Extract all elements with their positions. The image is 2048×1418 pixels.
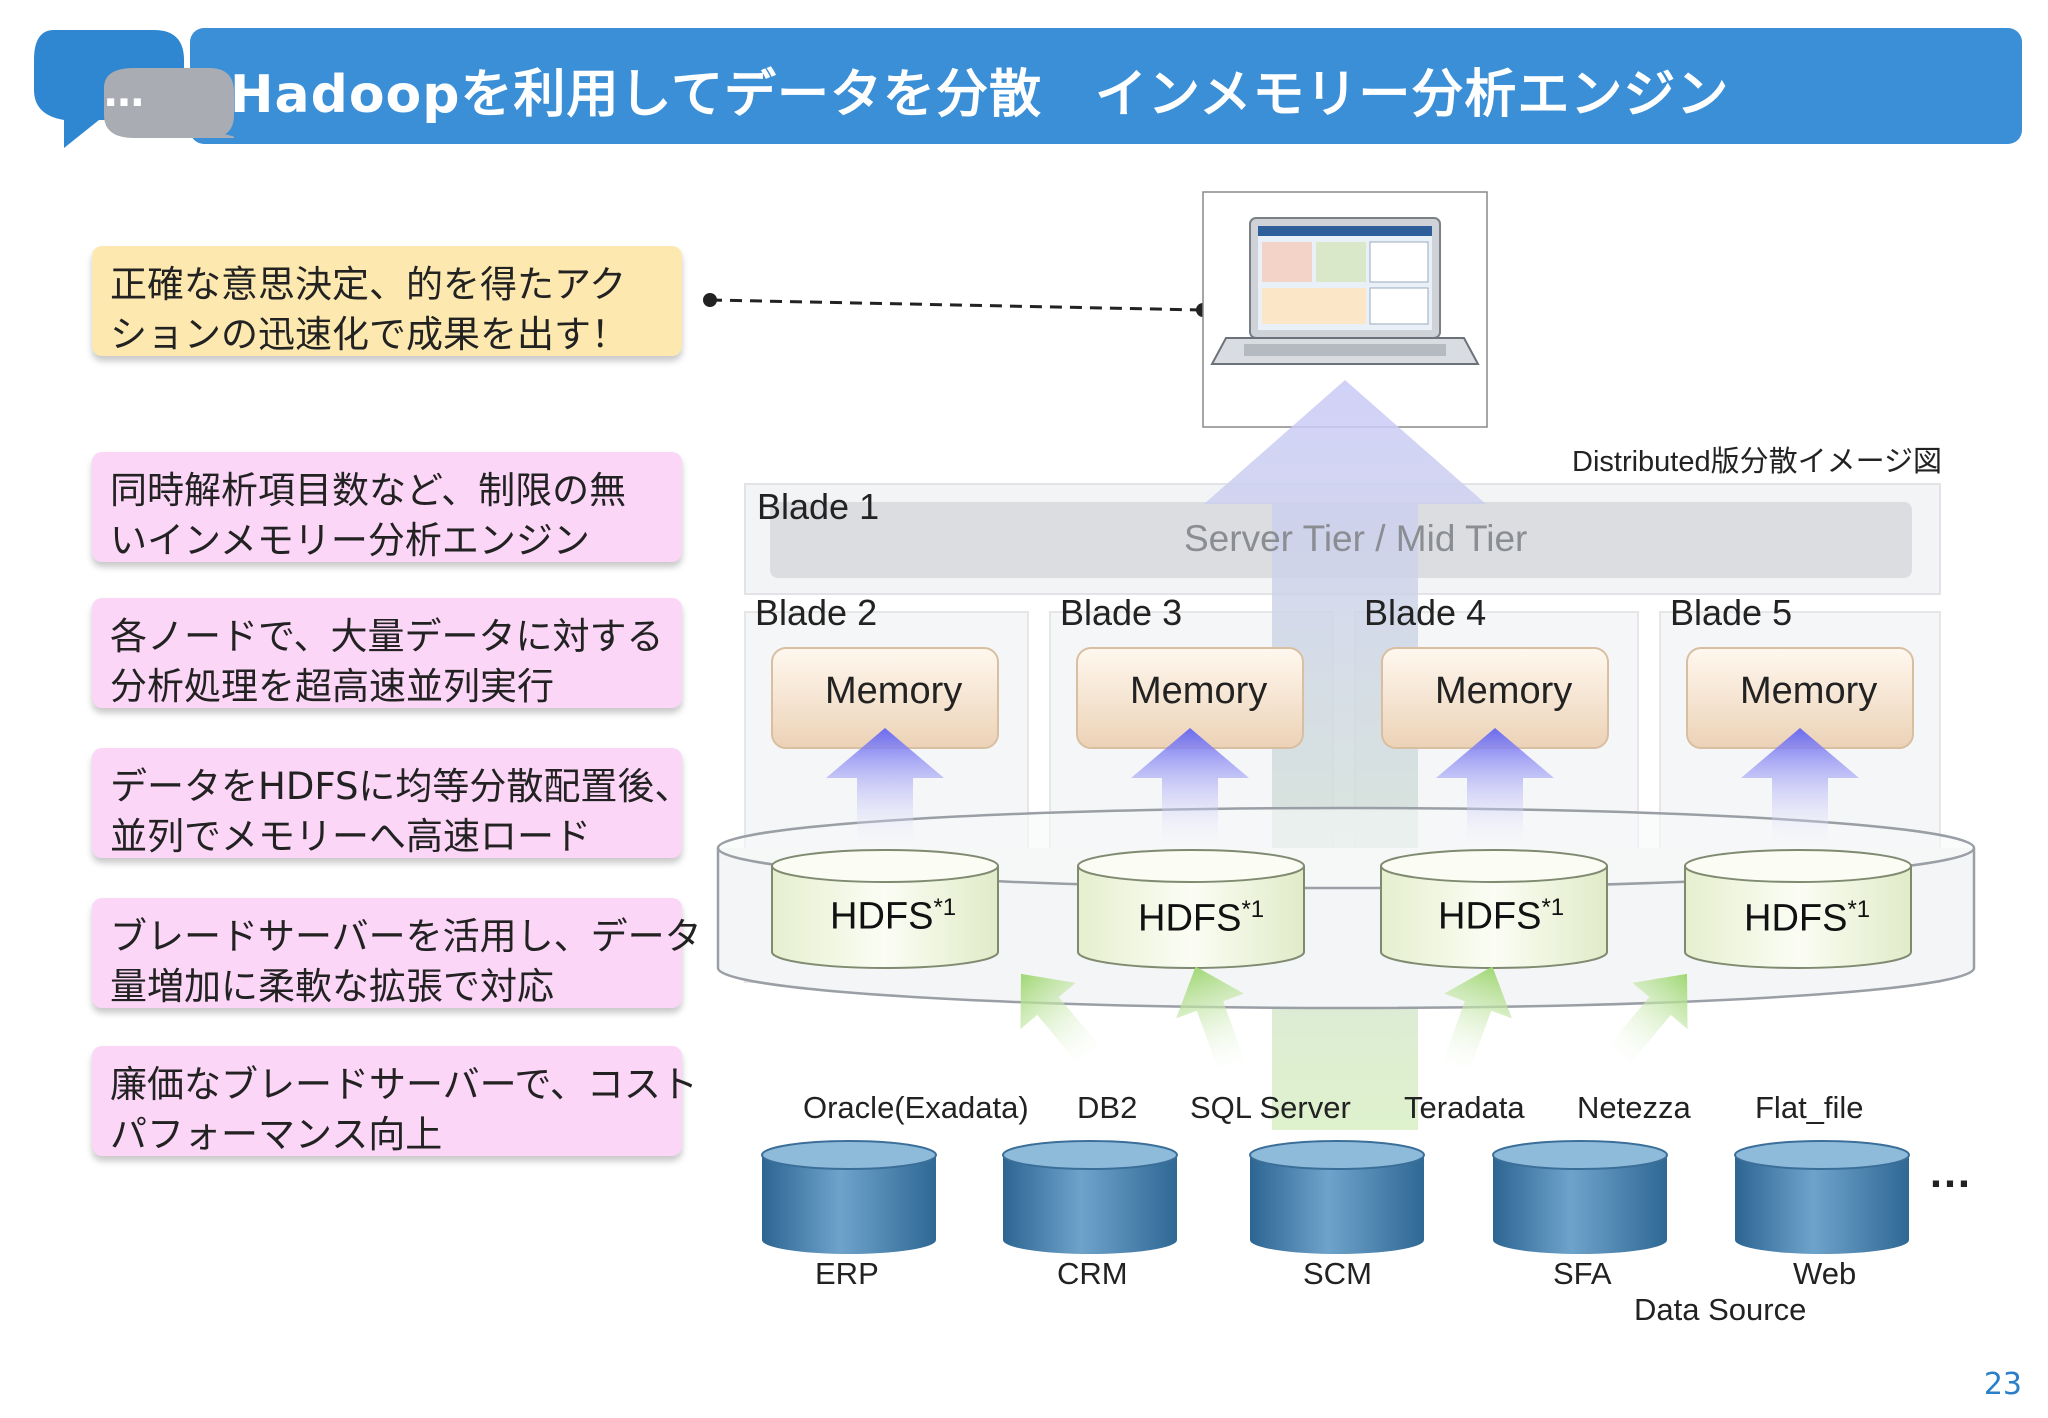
db-label-sfa: SFA bbox=[1553, 1256, 1612, 1291]
callout-5: ブレードサーバーを活用し、データ 量増加に柔軟な拡張で対応 bbox=[92, 898, 702, 1008]
db-label-crm: CRM bbox=[1057, 1256, 1128, 1291]
callout-3: 各ノードで、大量データに対する 分析処理を超高速並列実行 bbox=[92, 598, 682, 708]
hdfs-label-3-text: HDFS bbox=[1138, 897, 1242, 940]
hdfs-label-5-text: HDFS bbox=[1744, 897, 1848, 940]
blade-4-label: Blade 4 bbox=[1364, 592, 1487, 633]
dashed-connector bbox=[709, 298, 1204, 312]
db-cylinder-crm bbox=[1002, 1140, 1178, 1254]
callout-2-line-2: いインメモリー分析エンジン bbox=[110, 519, 590, 562]
hdfs-label-3-note: *1 bbox=[1241, 896, 1265, 923]
hdfs-label-5-note: *1 bbox=[1847, 896, 1871, 923]
load-arrow-3 bbox=[1131, 728, 1249, 850]
hdfs-label-4: HDFS*1 bbox=[1438, 894, 1564, 939]
db-cylinder-web bbox=[1734, 1140, 1910, 1254]
page-number: 23 bbox=[1983, 1367, 2022, 1402]
title-bar bbox=[190, 28, 2022, 144]
more-sources-ellipsis: … bbox=[1928, 1148, 1972, 1197]
bubble-dots: … bbox=[104, 70, 144, 116]
db-cylinder-sfa bbox=[1492, 1140, 1668, 1254]
callout-4: データをHDFSに均等分散配置後、 並列でメモリーへ高速ロード bbox=[92, 748, 692, 858]
memory-label-4: Memory bbox=[1435, 670, 1573, 712]
ingest-arrow-2 bbox=[1176, 966, 1248, 1077]
hdfs-label-2: HDFS*1 bbox=[830, 894, 956, 939]
data-source-label: Data Source bbox=[1634, 1292, 1807, 1327]
blade-1-label: Blade 1 bbox=[757, 486, 880, 527]
callout-5-line-2: 量増加に柔軟な拡張で対応 bbox=[110, 965, 554, 1008]
callout-1-line-2: ションの迅速化で成果を出す！ bbox=[110, 313, 628, 356]
db-cylinder-erp bbox=[761, 1140, 937, 1254]
callout-6-line-1: 廉価なブレードサーバーで、コスト bbox=[110, 1063, 698, 1106]
callout-1-line-1: 正確な意思決定、的を得たアク bbox=[110, 263, 627, 306]
source-teradata: Teradata bbox=[1404, 1090, 1525, 1125]
memory-label-3: Memory bbox=[1130, 670, 1268, 712]
blade-2-label: Blade 2 bbox=[755, 592, 878, 633]
callout-5-line-1: ブレードサーバーを活用し、データ bbox=[110, 915, 702, 958]
source-db2: DB2 bbox=[1077, 1090, 1138, 1125]
hdfs-label-4-text: HDFS bbox=[1438, 895, 1542, 938]
db-label-erp: ERP bbox=[815, 1256, 879, 1291]
callout-6-line-2: パフォーマンス向上 bbox=[110, 1113, 443, 1156]
connector-dot-left bbox=[703, 293, 717, 307]
callout-2-line-1: 同時解析項目数など、制限の無 bbox=[110, 469, 627, 512]
hdfs-label-4-note: *1 bbox=[1541, 894, 1565, 921]
diagram-caption: Distributed版分散イメージ図 bbox=[1572, 446, 1943, 478]
callout-2: 同時解析項目数など、制限の無 いインメモリー分析エンジン bbox=[92, 452, 682, 562]
hdfs-label-2-text: HDFS bbox=[830, 895, 934, 938]
callout-4-line-2: 並列でメモリーへ高速ロード bbox=[110, 815, 591, 858]
hdfs-cylinder-2 bbox=[771, 849, 999, 969]
hdfs-cylinder-5 bbox=[1684, 849, 1912, 969]
ingest-arrow-4 bbox=[1604, 973, 1688, 1069]
server-tier-label: Server Tier / Mid Tier bbox=[1184, 518, 1528, 559]
page-title: Hadoopを利用してデータを分散 インメモリー分析エンジン bbox=[230, 65, 1730, 125]
hdfs-cylinder-3 bbox=[1077, 849, 1305, 969]
load-arrow-2 bbox=[826, 728, 944, 850]
memory-label-2: Memory bbox=[825, 670, 963, 712]
callout-4-line-1: データをHDFSに均等分散配置後、 bbox=[110, 765, 692, 808]
hdfs-label-3: HDFS*1 bbox=[1138, 896, 1264, 941]
speech-bubble-icon bbox=[34, 30, 234, 148]
ingest-arrow-1 bbox=[1020, 973, 1104, 1069]
memory-label-5: Memory bbox=[1740, 670, 1878, 712]
callout-1: 正確な意思決定、的を得たアク ションの迅速化で成果を出す！ bbox=[92, 246, 682, 356]
source-oracle: Oracle(Exadata) bbox=[803, 1090, 1029, 1125]
blade-5-label: Blade 5 bbox=[1670, 592, 1793, 633]
db-label-web: Web bbox=[1793, 1256, 1857, 1291]
db-label-scm: SCM bbox=[1303, 1256, 1372, 1291]
hdfs-cylinder-4 bbox=[1380, 849, 1608, 969]
callout-3-line-1: 各ノードで、大量データに対する bbox=[110, 615, 664, 658]
source-sql-server: SQL Server bbox=[1190, 1090, 1351, 1125]
callout-6: 廉価なブレードサーバーで、コスト パフォーマンス向上 bbox=[92, 1046, 698, 1156]
blade-3-label: Blade 3 bbox=[1060, 592, 1183, 633]
hdfs-label-5: HDFS*1 bbox=[1744, 896, 1870, 941]
db-cylinder-scm bbox=[1249, 1140, 1425, 1254]
laptop-icon bbox=[1210, 217, 1480, 365]
load-arrow-4 bbox=[1436, 728, 1554, 850]
hdfs-ring bbox=[716, 806, 1976, 1010]
hdfs-label-2-note: *1 bbox=[933, 894, 957, 921]
callout-3-line-2: 分析処理を超高速並列実行 bbox=[110, 665, 554, 708]
source-netezza: Netezza bbox=[1577, 1090, 1691, 1125]
load-arrow-5 bbox=[1741, 728, 1859, 850]
ingest-arrow-3 bbox=[1440, 966, 1512, 1077]
source-flat-file: Flat_file bbox=[1755, 1090, 1864, 1125]
